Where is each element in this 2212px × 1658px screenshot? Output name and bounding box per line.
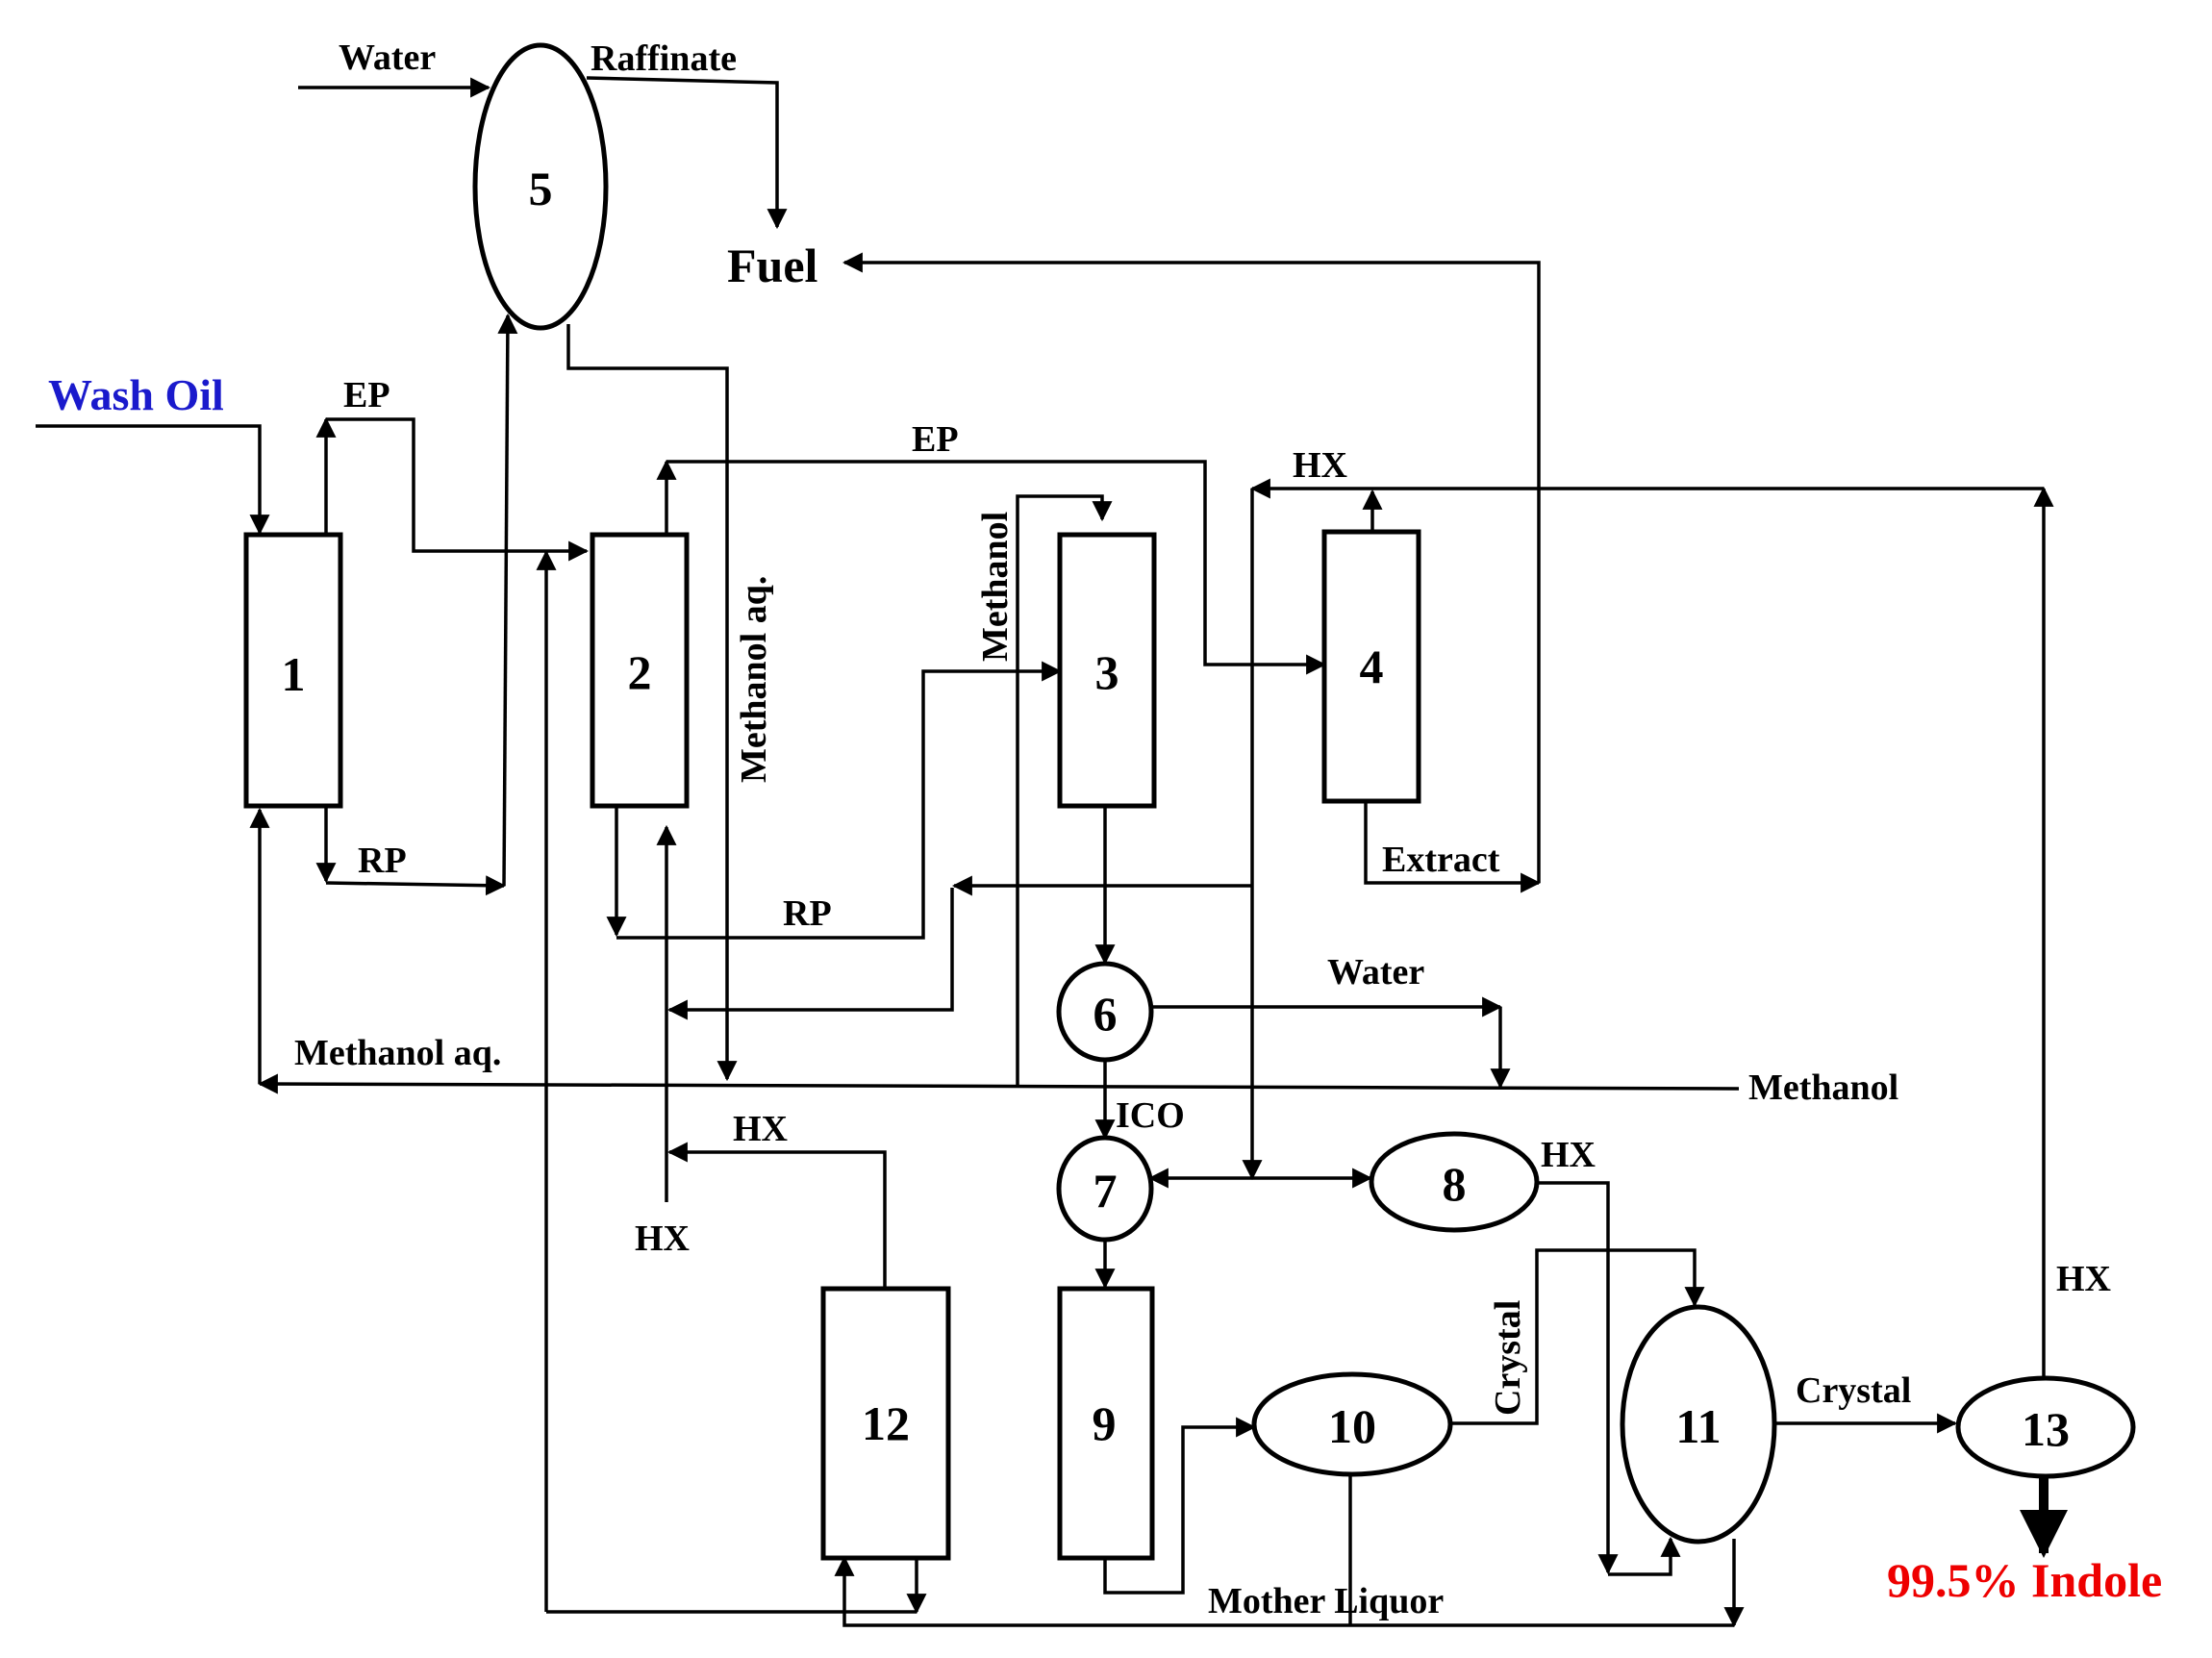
unit-9-column — [1057, 1286, 1155, 1561]
process-units: 1 2 3 4 5 6 7 8 9 10 11 12 13 — [243, 42, 2136, 1561]
line-methanol-to-3 — [1016, 494, 1113, 1085]
label-rp-2: RP — [783, 893, 832, 934]
line-9-to-10 — [1103, 1417, 1257, 1595]
label-fuel: Fuel — [727, 239, 818, 292]
label-rp-1: RP — [358, 841, 407, 881]
unit-8-vessel — [1369, 1131, 1540, 1233]
unit-2-column — [590, 532, 690, 809]
line-5-bottom — [566, 324, 738, 1082]
label-ep-1: EP — [343, 375, 390, 415]
stream-lines — [36, 76, 2068, 1628]
label-methanol-right: Methanol — [1748, 1068, 1898, 1108]
unit-3-column — [1057, 532, 1157, 809]
label-crystal-vertical: Crystal — [1488, 1300, 1528, 1416]
label-methanol-vertical: Methanol — [975, 512, 1016, 662]
line-return-to-2 — [666, 888, 954, 1020]
label-hx-12: HX — [733, 1109, 788, 1149]
unit-7-vessel — [1056, 1135, 1154, 1243]
label-crystal-right: Crystal — [1796, 1370, 1911, 1411]
label-hx-8: HX — [1541, 1135, 1596, 1175]
line-fuel-return — [842, 252, 1541, 883]
unit-10-label: 10 — [1328, 1399, 1376, 1453]
line-rp-1-right — [325, 875, 507, 896]
label-hx-2-bottom: HX — [635, 1218, 690, 1259]
unit-6-label: 6 — [1093, 987, 1118, 1041]
unit-13-vessel — [1955, 1375, 2136, 1479]
line-ep-2-to-4 — [666, 460, 1327, 675]
line-8-to-11 — [1539, 1181, 1619, 1575]
line-12-hx — [666, 1142, 887, 1287]
unit-12-label: 12 — [862, 1396, 910, 1450]
label-hx-top: HX — [1293, 445, 1347, 486]
label-mother-liquor: Mother Liquor — [1208, 1581, 1444, 1621]
unit-2-label: 2 — [628, 645, 652, 699]
label-methanol-aq-vertical: Methanol aq. — [734, 576, 774, 783]
unit-9-label: 9 — [1093, 1396, 1117, 1450]
unit-11-label: 11 — [1675, 1399, 1721, 1453]
line-mother-liquor-return — [834, 1555, 1734, 1627]
label-methanol-aq-bottom: Methanol aq. — [294, 1033, 501, 1073]
line-raffinate-to-fuel — [586, 76, 788, 230]
unit-5-vessel — [472, 42, 609, 331]
label-product: 99.5% Indole — [1887, 1553, 2162, 1607]
unit-6-vessel — [1056, 961, 1154, 1063]
line-rp-to-5 — [497, 313, 518, 887]
label-water-top: Water — [339, 38, 436, 78]
label-hx-13: HX — [2056, 1259, 2111, 1299]
unit-1-label: 1 — [282, 647, 306, 701]
unit-10-vessel — [1251, 1371, 1453, 1477]
unit-7-label: 7 — [1093, 1164, 1118, 1218]
label-wash-oil: Wash Oil — [48, 370, 224, 419]
line-10-crystal — [1450, 1248, 1705, 1425]
unit-13-label: 13 — [2022, 1402, 2070, 1456]
label-ep-2: EP — [912, 419, 959, 460]
unit-8-label: 8 — [1443, 1157, 1467, 1211]
line-8-to-11-b — [1608, 1536, 1681, 1576]
unit-4-label: 4 — [1360, 640, 1384, 693]
stream-labels: Water Raffinate Fuel Wash Oil EP EP HX M… — [48, 38, 2162, 1621]
unit-12-column — [820, 1286, 951, 1561]
unit-1-column — [243, 532, 343, 809]
line-extract-to-fuel — [1364, 799, 1542, 893]
line-wash-oil — [36, 424, 270, 536]
label-water-mid: Water — [1327, 952, 1424, 992]
line-ep-1-to-2 — [326, 417, 590, 562]
label-ico: ICO — [1116, 1095, 1185, 1136]
line-methanol-main — [257, 1073, 1740, 1094]
label-extract: Extract — [1382, 840, 1500, 880]
label-raffinate: Raffinate — [591, 38, 737, 79]
line-rp-2-to-3 — [616, 661, 1063, 940]
unit-5-label: 5 — [529, 162, 553, 215]
unit-4-column — [1321, 529, 1421, 804]
unit-11-vessel — [1620, 1304, 1777, 1545]
unit-3-label: 3 — [1095, 645, 1119, 699]
